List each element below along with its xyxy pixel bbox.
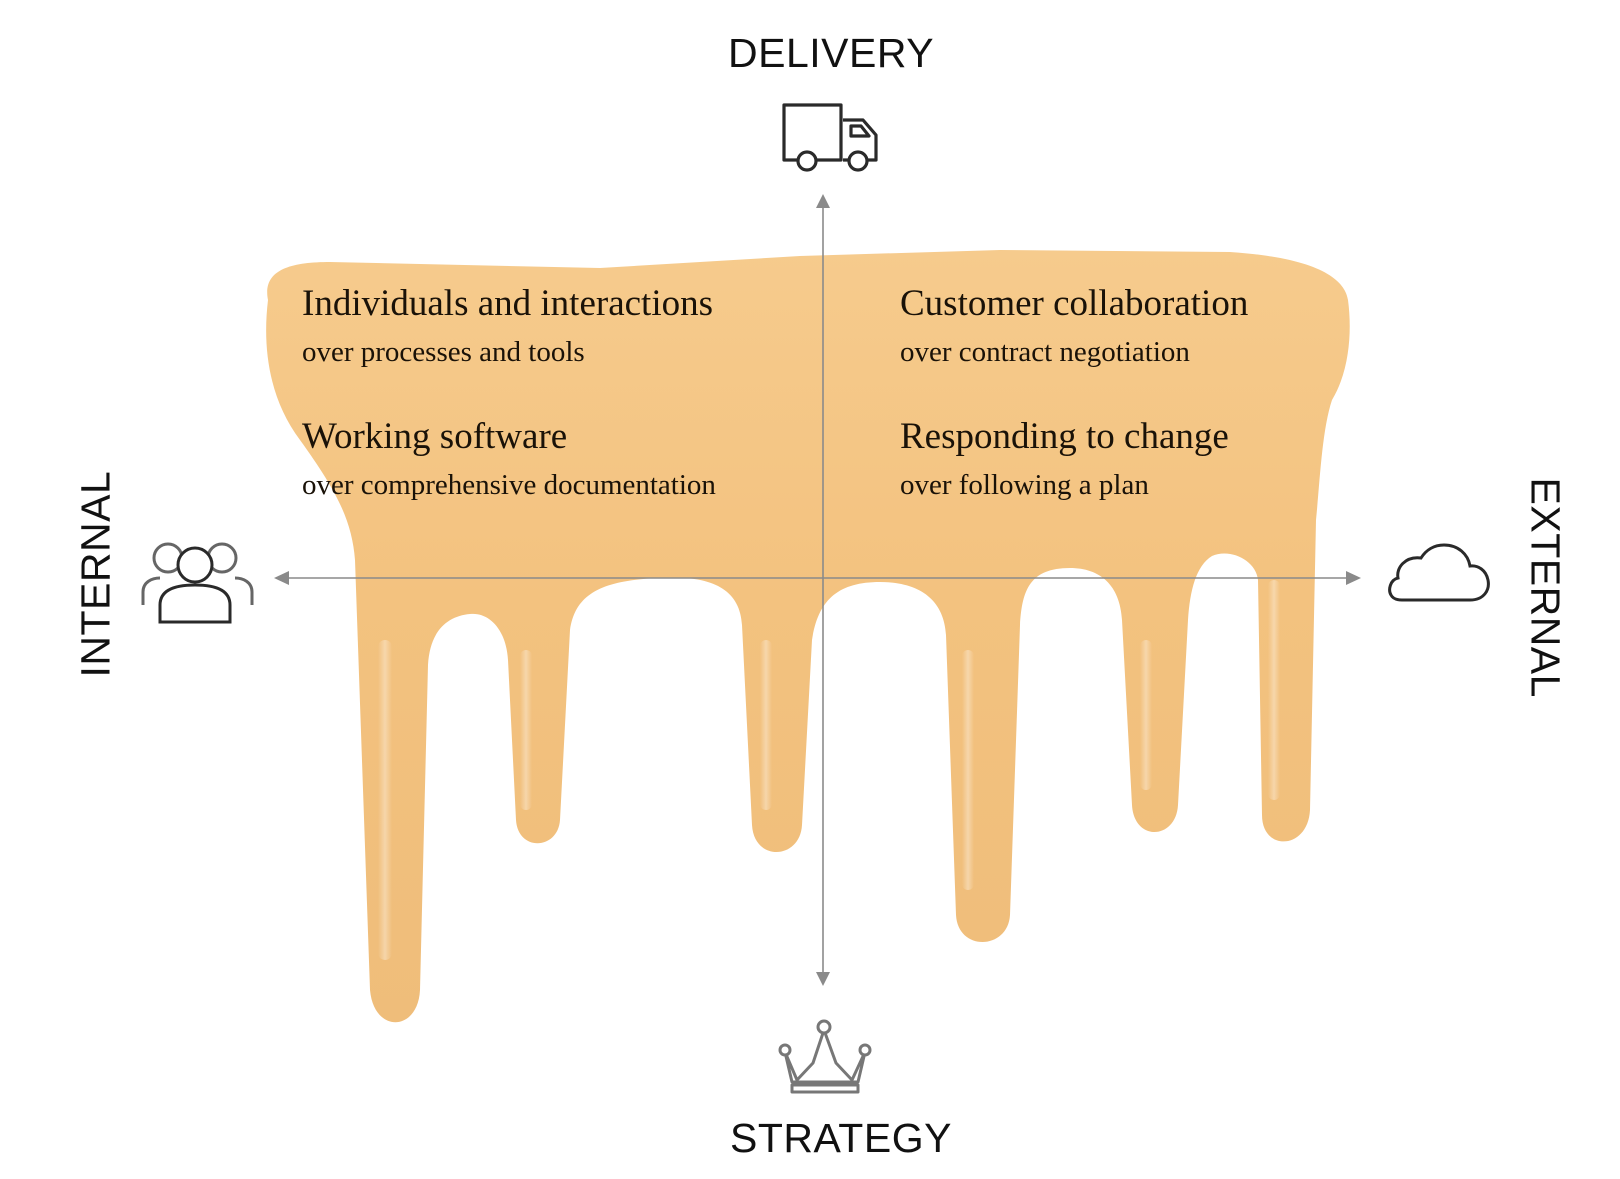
- arrow-down: [816, 972, 830, 986]
- truck-icon: [782, 103, 878, 172]
- cloud-icon: [1388, 543, 1490, 602]
- drip-highlight: [1268, 580, 1280, 800]
- honey-drip-shape: [266, 250, 1350, 1023]
- value-title-individuals: Individuals and interactions: [302, 283, 714, 324]
- people-group-icon: [141, 542, 254, 624]
- axis-label-external: EXTERNAL: [1522, 477, 1569, 698]
- value-subtitle-working-software: over comprehensive documentation: [302, 469, 716, 501]
- drip-highlight: [520, 650, 532, 810]
- axis-label-delivery: DELIVERY: [728, 30, 935, 76]
- axes: [274, 194, 1361, 986]
- value-title-working-software: Working software: [302, 416, 568, 457]
- axis-label-internal: INTERNAL: [72, 470, 119, 678]
- axis-label-strategy: STRATEGY: [730, 1115, 952, 1161]
- value-subtitle-individuals: over processes and tools: [302, 336, 585, 368]
- arrow-left: [274, 571, 289, 585]
- crown-icon: [778, 1019, 872, 1094]
- drip-highlight: [760, 640, 772, 810]
- value-subtitle-responding: over following a plan: [900, 469, 1149, 501]
- arrow-right: [1346, 571, 1361, 585]
- arrow-up: [816, 194, 830, 208]
- value-title-customer: Customer collaboration: [900, 283, 1249, 324]
- value-subtitle-customer: over contract negotiation: [900, 336, 1190, 368]
- drip-highlight: [1140, 640, 1152, 790]
- drip-highlight: [962, 650, 974, 890]
- value-title-responding: Responding to change: [900, 416, 1229, 457]
- drip-highlight: [378, 640, 392, 960]
